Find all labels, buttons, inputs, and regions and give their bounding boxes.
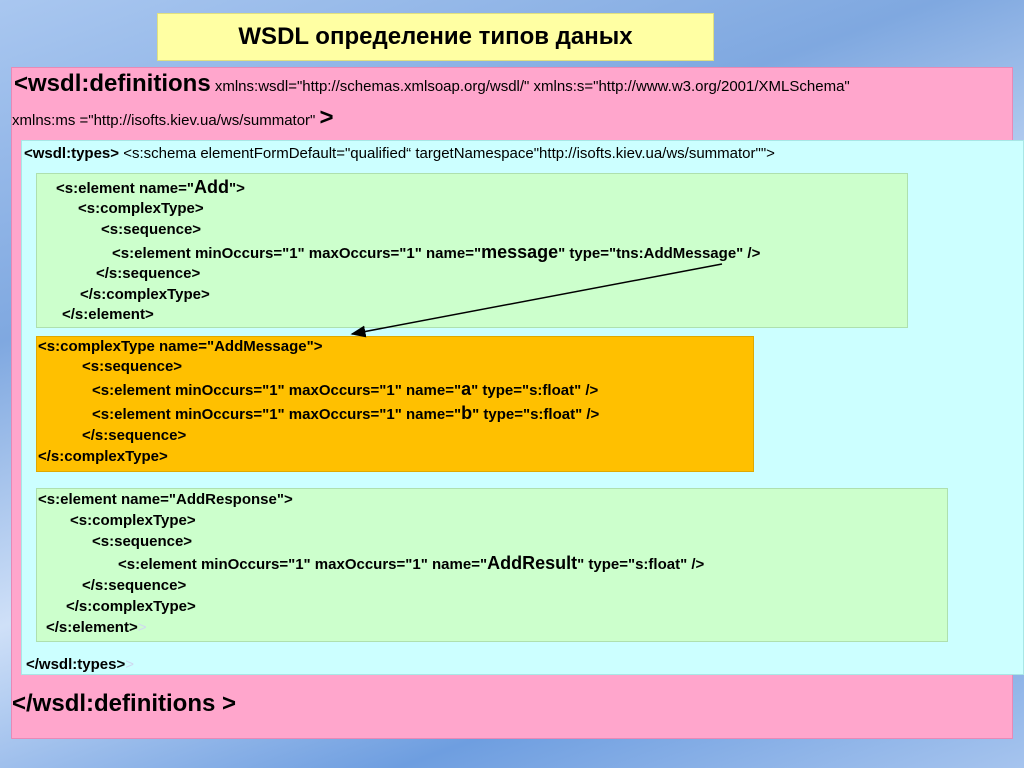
code-line: </s:complexType> xyxy=(66,598,196,615)
code-line: <s:element name="Add"> xyxy=(56,177,245,199)
code-line: </s:sequence> xyxy=(82,577,187,594)
code-text: </s:element> xyxy=(46,619,138,636)
code-text: > xyxy=(137,619,147,636)
code-line: <s:sequence> xyxy=(82,358,183,375)
element-name-addresult: AddResult xyxy=(487,553,578,573)
types-close-tag: </wsdl:types> xyxy=(26,656,126,673)
code-line: <s:complexType name="AddMessage"> xyxy=(38,338,323,355)
code-line: </s:element>> xyxy=(46,618,146,638)
code-text: " type="s:float" /> xyxy=(471,382,599,399)
slide-title: WSDL определение типов даных xyxy=(157,13,714,61)
add-response-block xyxy=(36,488,948,642)
arrow-line xyxy=(350,263,723,338)
code-text: <s:element minOccurs="1" maxOccurs="1" n… xyxy=(92,382,462,399)
code-line: </s:complexType> xyxy=(80,286,210,303)
code-line: <s:complexType> xyxy=(78,200,204,217)
code-text: " type="tns:AddMessage" /> xyxy=(558,245,761,262)
add-element-block xyxy=(36,173,908,328)
code-text: " type="s:float" /> xyxy=(472,406,600,423)
code-text: <s:element minOccurs="1" maxOccurs="1" n… xyxy=(92,406,462,423)
definitions-open-line: <wsdl:definitions xmlns:wsdl="http://sch… xyxy=(14,72,850,97)
code-text: " type="s:float" /> xyxy=(577,556,705,573)
code-line: <s:complexType> xyxy=(70,512,196,529)
definitions-close-tag: </wsdl:definitions > xyxy=(12,690,237,717)
code-line: <s:element minOccurs="1" maxOccurs="1" n… xyxy=(92,403,599,425)
add-message-block xyxy=(36,336,754,472)
definitions-close-line: </wsdl:definitions > xyxy=(12,692,236,717)
code-line: <s:element name="AddResponse"> xyxy=(38,491,293,508)
element-name-message: message xyxy=(481,242,559,262)
definitions-attrs-2: xmlns:ms ="http://isofts.kiev.ua/ws/summ… xyxy=(12,112,320,129)
schema-tag: <s:schema elementFormDefault="qualified“… xyxy=(119,145,775,162)
code-text: <s:element minOccurs="1" maxOccurs="1" n… xyxy=(112,245,482,262)
types-close-line: </wsdl:types>> xyxy=(26,655,134,675)
code-text: > xyxy=(125,656,134,673)
code-line: <s:element minOccurs="1" maxOccurs="1" n… xyxy=(118,553,704,575)
code-text: <s:element name=" xyxy=(56,180,195,197)
code-line: </s:sequence> xyxy=(96,265,201,282)
code-line: </s:element> xyxy=(62,306,154,323)
element-name-a: a xyxy=(461,379,472,399)
definitions-attrs-1: xmlns:wsdl="http://schemas.xmlsoap.org/w… xyxy=(210,78,850,95)
code-line: <s:element minOccurs="1" maxOccurs="1" n… xyxy=(92,379,598,401)
definitions-close-bracket: > xyxy=(319,104,334,131)
code-line: <s:sequence> xyxy=(92,533,193,550)
code-text: "> xyxy=(229,180,245,197)
code-line: </s:sequence> xyxy=(82,427,187,444)
element-name-b: b xyxy=(461,403,473,423)
types-open-tag: <wsdl:types> xyxy=(24,145,120,162)
element-name-add: Add xyxy=(194,177,230,197)
code-text: <s:element minOccurs="1" maxOccurs="1" n… xyxy=(118,556,488,573)
definitions-open-tag: <wsdl:definitions xyxy=(14,70,211,97)
types-open-line: <wsdl:types> <s:schema elementFormDefaul… xyxy=(24,144,775,164)
code-line: <s:element minOccurs="1" maxOccurs="1" n… xyxy=(112,242,760,264)
definitions-attrs-line: xmlns:ms ="http://isofts.kiev.ua/ws/summ… xyxy=(12,106,334,131)
code-line: </s:complexType> xyxy=(38,448,168,465)
code-line: <s:sequence> xyxy=(101,221,202,238)
